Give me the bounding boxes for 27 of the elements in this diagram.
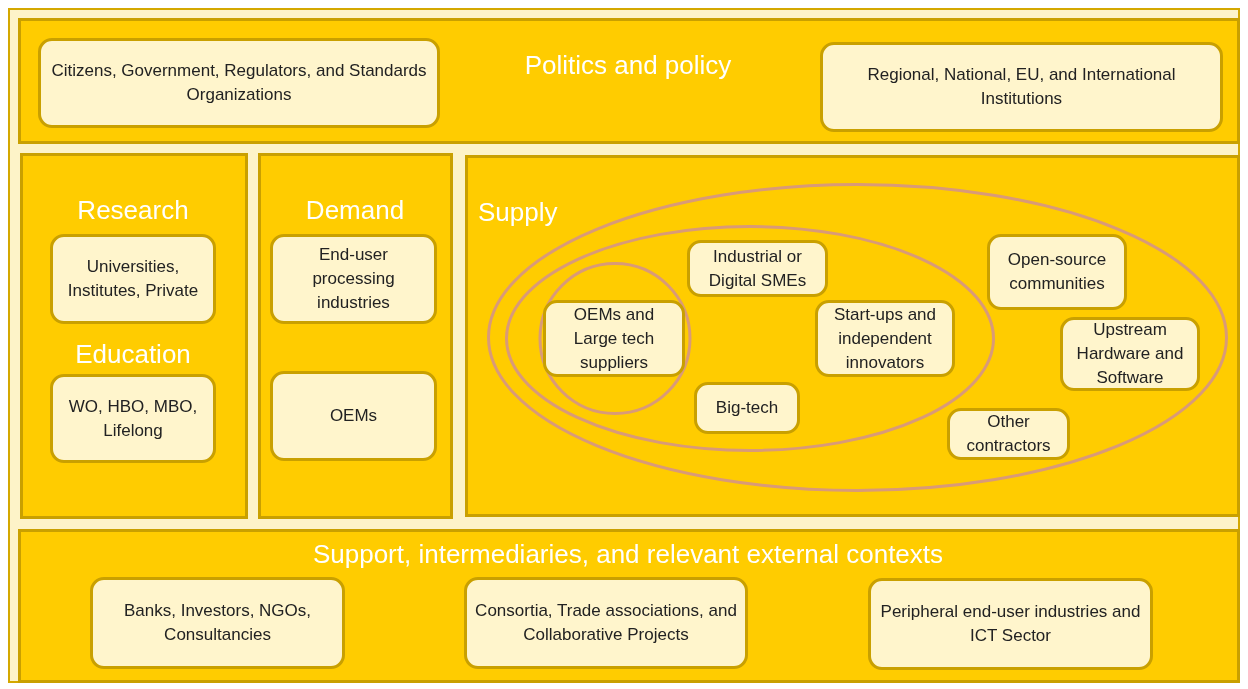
entity-box: Regional, National, EU, and International Institutions	[820, 42, 1223, 132]
entity-box: Universities, Institutes, Private	[50, 234, 216, 324]
entity-box: Open-source communities	[987, 234, 1127, 310]
entity-box: Banks, Investors, NGOs, Consultancies	[90, 577, 345, 669]
entity-box: Citizens, Government, Regulators, and Standards Organizations	[38, 38, 440, 128]
entity-box: Start-ups and independent innovators	[815, 300, 955, 377]
entity-box: Big-tech	[694, 382, 800, 434]
panel-heading: Research	[77, 195, 189, 225]
entity-box: Industrial or Digital SMEs	[687, 240, 828, 297]
panel-heading: Supply	[478, 197, 558, 227]
entity-box: Upstream Hardware and Software	[1060, 317, 1200, 391]
group-panel	[18, 18, 1240, 144]
group-panel	[465, 155, 1240, 517]
entity-box: Other contractors	[947, 408, 1070, 460]
panel-heading: Support, intermediaries, and relevant external contexts	[312, 539, 944, 569]
entity-box: End-user processing industries	[270, 234, 437, 324]
entity-box: Consortia, Trade associations, and Collaborative Projects	[464, 577, 748, 669]
group-panel	[258, 153, 453, 519]
entity-box: OEMs	[270, 371, 437, 461]
panel-heading: Education	[75, 339, 191, 369]
entity-box: WO, HBO, MBO, Lifelong	[50, 374, 216, 463]
entity-box: Peripheral end-user industries and ICT Sector	[868, 578, 1153, 670]
panel-heading: Politics and policy	[524, 50, 732, 80]
entity-box: OEMs and Large tech suppliers	[543, 300, 685, 377]
group-panel	[20, 153, 248, 519]
group-panel	[18, 529, 1240, 683]
panel-heading: Demand	[305, 195, 405, 225]
